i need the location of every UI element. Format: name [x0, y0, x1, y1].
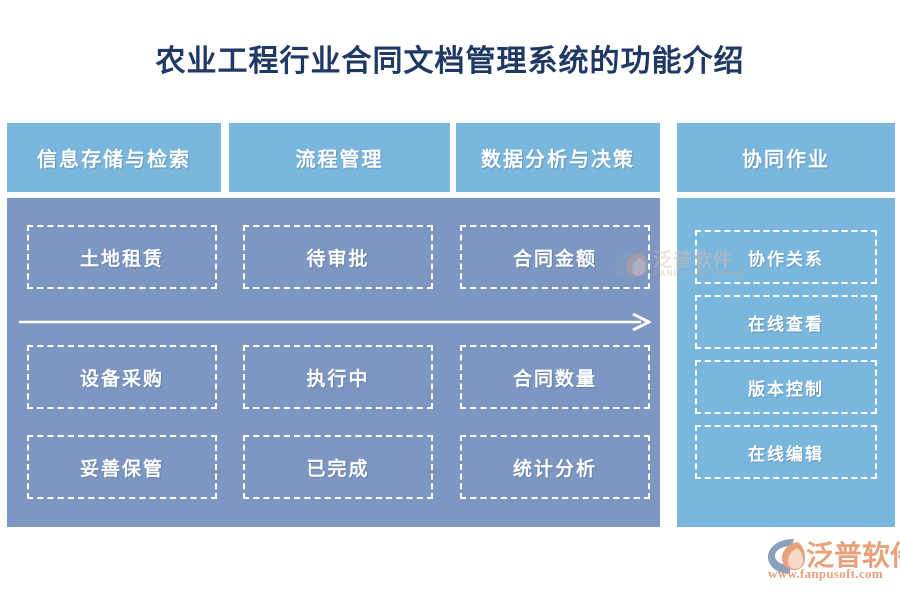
- cell-statistical-analysis[interactable]: 统计分析: [460, 435, 650, 499]
- cell-label: 执行中: [306, 368, 370, 390]
- cell-label: 协作关系: [748, 249, 824, 269]
- brand-logo[interactable]: 泛普软件 www.fanpusoft.com: [766, 533, 900, 589]
- header-chip-label: 数据分析与决策: [481, 149, 635, 171]
- header-chip-label: 协同作业: [742, 149, 830, 171]
- cell-label: 合同金额: [512, 248, 597, 270]
- cell-contract-count[interactable]: 合同数量: [460, 345, 650, 409]
- cell-collaboration-relationship[interactable]: 协作关系: [695, 230, 877, 284]
- process-flow-arrow-icon: [19, 312, 653, 332]
- cell-label: 合同数量: [512, 368, 597, 390]
- cell-label: 已完成: [306, 458, 370, 480]
- cell-in-execution[interactable]: 执行中: [243, 345, 433, 409]
- cell-contract-amount[interactable]: 合同金额: [460, 225, 650, 289]
- cell-label: 统计分析: [512, 458, 597, 480]
- header-chip-row: 信息存储与检索 流程管理 数据分析与决策 协同作业: [0, 123, 900, 192]
- cell-label: 妥善保管: [79, 458, 164, 480]
- cell-equipment-purchase[interactable]: 设备采购: [27, 345, 217, 409]
- cell-label: 在线编辑: [748, 444, 824, 464]
- header-chip-data-analysis[interactable]: 数据分析与决策: [456, 123, 660, 192]
- header-chip-process-management[interactable]: 流程管理: [229, 123, 450, 192]
- brand-logo-text: 泛普软件: [806, 541, 900, 572]
- fanpu-logo-icon: [766, 537, 806, 575]
- header-chip-collaboration[interactable]: 协同作业: [677, 123, 895, 192]
- cell-label: 土地租赁: [79, 248, 164, 270]
- cell-label: 待审批: [306, 248, 370, 270]
- cell-pending-approval[interactable]: 待审批: [243, 225, 433, 289]
- cell-online-edit[interactable]: 在线编辑: [695, 425, 877, 479]
- left-content-panel: 土地租赁 待审批 合同金额 设备采购 执行中 合同数量 妥善保管: [7, 198, 660, 527]
- brand-logo-url: www.fanpusoft.com: [768, 566, 883, 581]
- page-title: 农业工程行业合同文档管理系统的功能介绍: [155, 45, 745, 78]
- header-chip-label: 流程管理: [295, 149, 384, 171]
- cell-completed[interactable]: 已完成: [243, 435, 433, 499]
- cell-label: 版本控制: [748, 379, 824, 399]
- header-chip-information-storage[interactable]: 信息存储与检索: [7, 123, 221, 192]
- cell-proper-storage[interactable]: 妥善保管: [27, 435, 217, 499]
- cell-online-view[interactable]: 在线查看: [695, 295, 877, 349]
- right-content-panel: 协作关系 在线查看 版本控制 在线编辑: [677, 198, 895, 527]
- cell-label: 在线查看: [748, 314, 824, 334]
- cell-land-lease[interactable]: 土地租赁: [27, 225, 217, 289]
- cell-version-control[interactable]: 版本控制: [695, 360, 877, 414]
- cell-label: 设备采购: [79, 368, 164, 390]
- header-chip-label: 信息存储与检索: [37, 149, 191, 171]
